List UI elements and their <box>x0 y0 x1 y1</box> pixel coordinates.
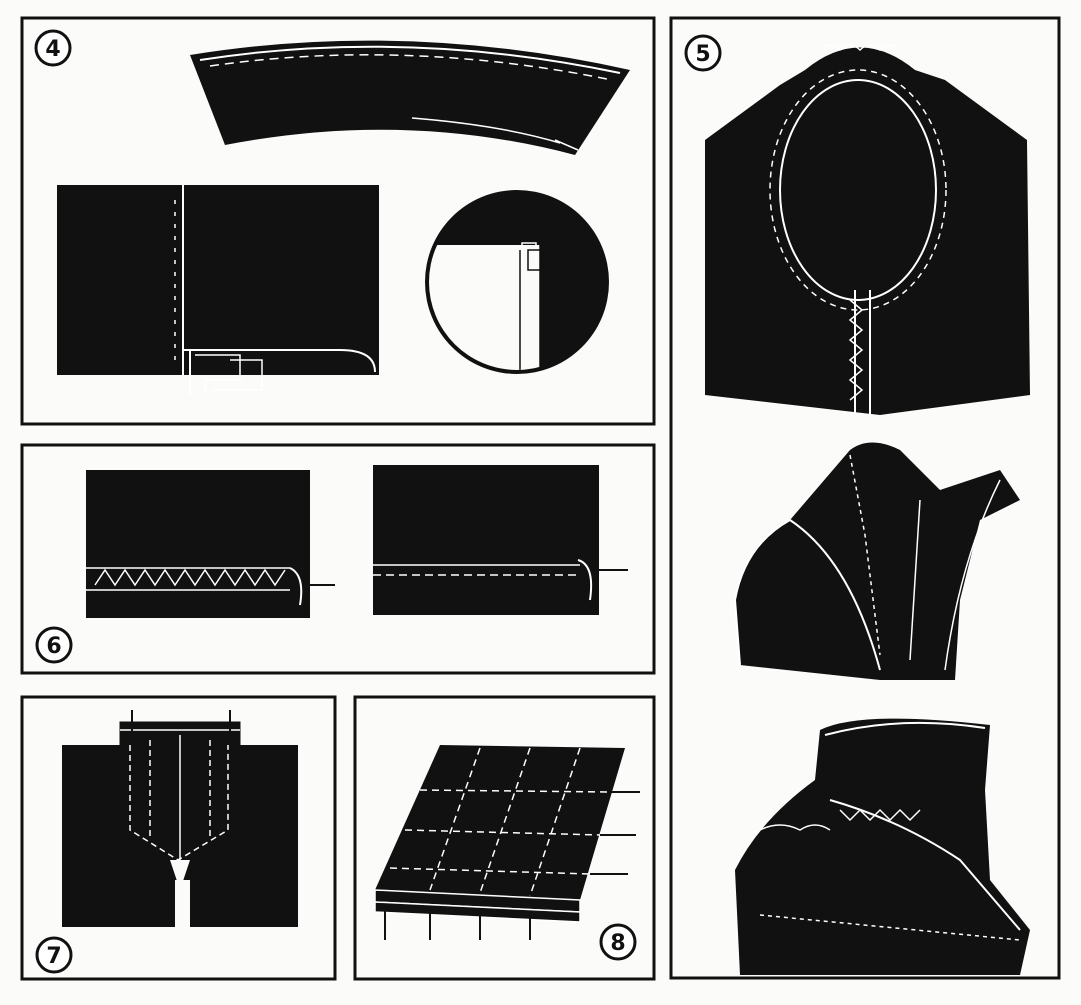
panel-8-number: 8 <box>599 923 637 961</box>
panel-8-frame <box>353 695 656 981</box>
panel-7-frame <box>20 695 337 981</box>
svg-text:5: 5 <box>695 42 710 67</box>
svg-text:4: 4 <box>45 37 60 62</box>
panel-6-frame <box>20 443 656 675</box>
neckline-binding-drawing <box>705 44 1030 415</box>
dart-opening-drawing <box>62 710 298 930</box>
svg-text:8: 8 <box>610 931 625 956</box>
quilted-layers-drawing <box>374 745 640 940</box>
collar-attach-drawing <box>733 442 1020 680</box>
blind-hem-drawing <box>373 465 628 615</box>
panel-5-frame <box>669 16 1061 980</box>
panel-5-number: 5 <box>684 34 722 72</box>
completed-collar-drawing <box>735 718 1030 975</box>
svg-text:6: 6 <box>46 634 61 659</box>
catch-stitch-hem-drawing <box>86 470 335 618</box>
panel-6-number: 6 <box>35 626 73 664</box>
panel-4-frame <box>20 16 656 426</box>
panel-7-number: 7 <box>35 936 73 974</box>
svg-text:7: 7 <box>46 944 61 969</box>
collar-band-drawing <box>190 40 630 155</box>
panel-4-number: 4 <box>34 29 72 67</box>
magnified-detail-drawing <box>425 190 609 374</box>
folded-hem-drawing <box>57 185 379 395</box>
